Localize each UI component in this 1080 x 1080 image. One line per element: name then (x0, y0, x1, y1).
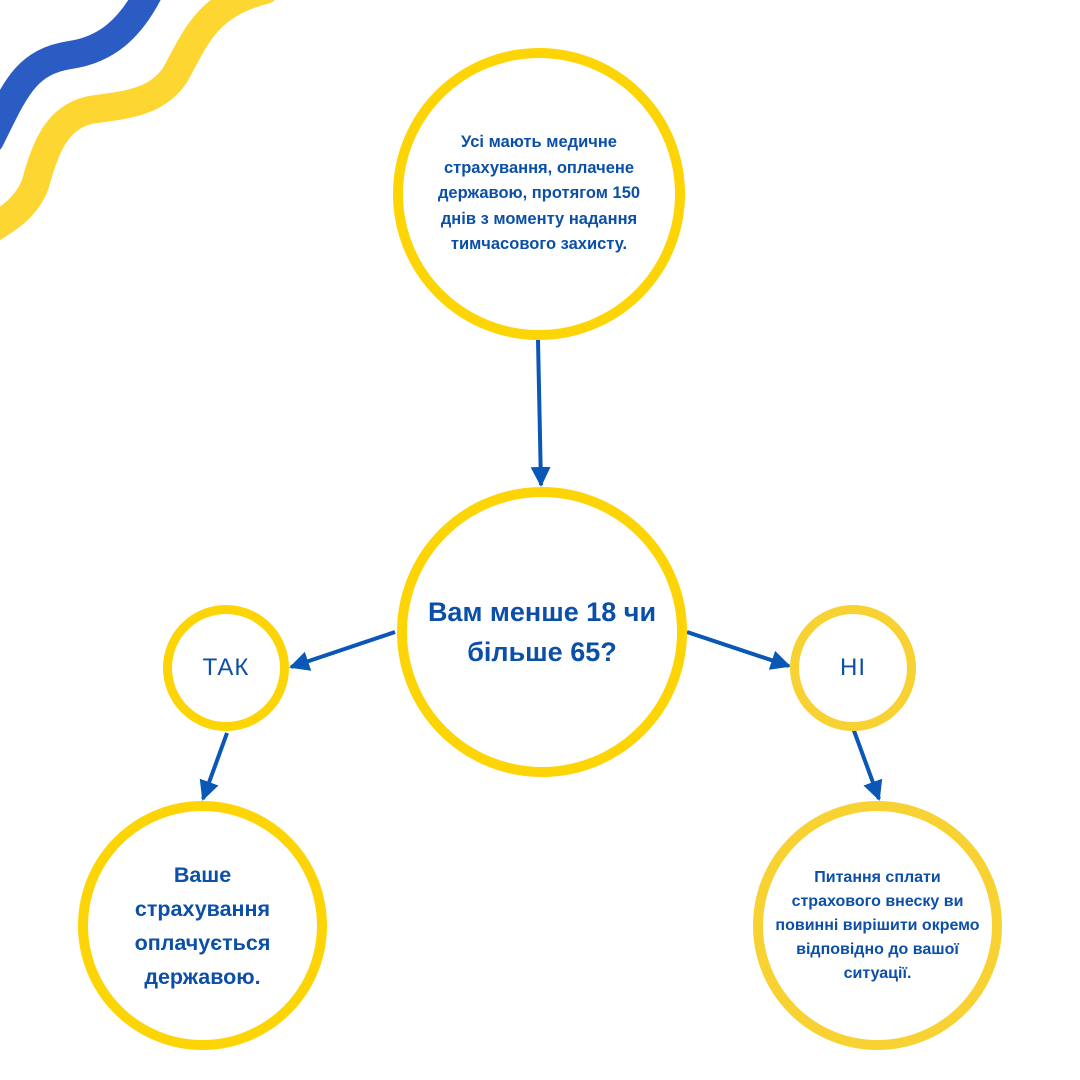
yellow-wave-decoration (0, 0, 275, 241)
arrow-center-to-yes (289, 630, 396, 671)
blue-wave-decoration (0, 0, 161, 150)
node-no-result-text: Питання сплати страхового внеску ви пови… (775, 868, 980, 982)
node-no-result: Питання сплати страхового внеску ви пови… (753, 801, 1002, 1050)
node-yes: ТАК (163, 605, 289, 731)
arrow-top-to-center (530, 339, 551, 487)
node-age-question-text: Вам менше 18 чи більше 65? (427, 597, 657, 667)
node-all-insured-text: Усі мають медичне страхування, оплачене … (437, 133, 641, 254)
arrow-no-to-result (851, 727, 883, 801)
node-yes-text: ТАК (202, 654, 250, 681)
node-all-insured: Усі мають медичне страхування, оплачене … (393, 48, 685, 340)
arrow-center-to-no (686, 630, 791, 670)
node-no: НІ (790, 605, 916, 731)
node-yes-result: Ваше страхування оплачується державою. (78, 801, 327, 1050)
node-age-question: Вам менше 18 чи більше 65? (397, 487, 687, 777)
node-yes-result-text: Ваше страхування оплачується державою. (134, 862, 271, 989)
arrow-yes-to-result (199, 732, 229, 801)
node-no-text: НІ (840, 654, 866, 681)
